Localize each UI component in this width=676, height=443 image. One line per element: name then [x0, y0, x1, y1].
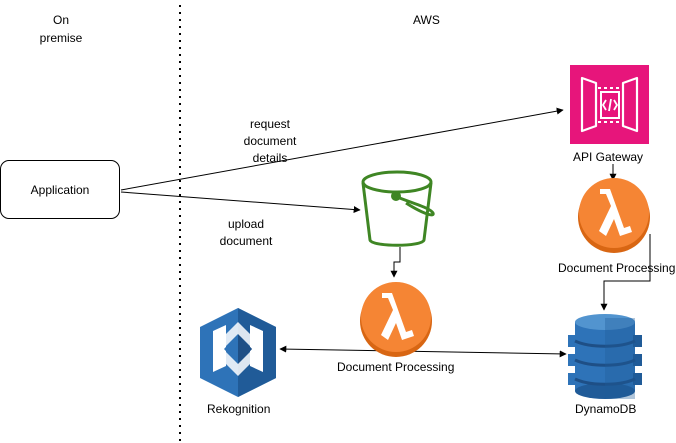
edge-label-request-line3: details: [252, 151, 288, 165]
zone-label-on-premise-line1: On: [52, 13, 69, 27]
api-gateway-icon: [570, 65, 649, 144]
rekognition-label: Rekognition: [207, 402, 271, 416]
lambda-top-label: Document Processing: [558, 261, 676, 275]
edge-label-upload-line2: document: [219, 234, 273, 248]
edge-label-upload-line1: upload: [227, 217, 265, 231]
rekognition-icon: [200, 308, 276, 397]
lambda-bottom-label: Document Processing: [337, 360, 455, 374]
edge-label-request-line2: document: [243, 134, 297, 148]
lambda-icon-top: [578, 178, 650, 253]
lambda-icon-bottom: [360, 282, 432, 357]
edge-lambda-to-dynamodb: [600, 234, 651, 311]
edge-label-upload: upload document: [213, 216, 279, 250]
application-node[interactable]: Application: [0, 160, 120, 219]
edge-app-to-s3: [120, 191, 361, 214]
edge-label-request: request document details: [240, 116, 300, 167]
edge-app-to-api-gateway: [120, 107, 564, 191]
edge-s3-to-lambda: [390, 247, 401, 278]
zone-label-aws: AWS: [413, 13, 440, 27]
application-label: Application: [30, 182, 90, 197]
api-gateway-label: API Gateway: [573, 150, 644, 164]
dynamodb-label: DynamoDB: [575, 402, 637, 416]
zone-label-on-premise: On premise: [38, 12, 84, 47]
edge-rekognition-dynamodb: [279, 345, 567, 358]
s3-bucket-icon: [361, 170, 435, 247]
edge-label-request-line1: request: [249, 117, 291, 131]
zone-label-on-premise-line2: premise: [39, 31, 83, 45]
dynamodb-icon: [568, 314, 642, 399]
